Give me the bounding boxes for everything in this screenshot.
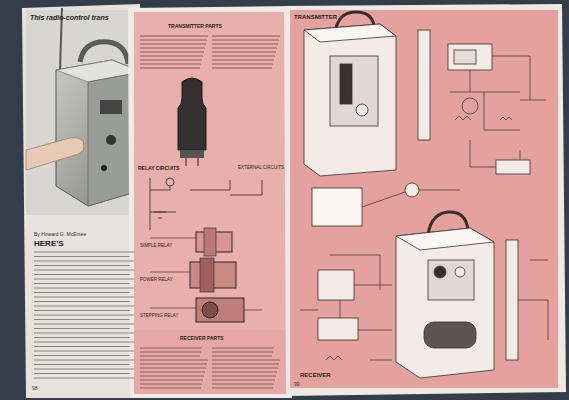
- text-line: [212, 44, 278, 45]
- text-line: [34, 324, 134, 325]
- text-line: [212, 384, 274, 385]
- text-line: [34, 342, 134, 343]
- text-line: [140, 368, 206, 369]
- text-line: [34, 274, 130, 275]
- text-line: [34, 270, 134, 271]
- text-line: [212, 64, 273, 65]
- part-label: SIMPLE RELAY: [140, 244, 172, 249]
- text-line: [212, 348, 274, 349]
- byline: By Howard G. McEntee: [34, 232, 86, 238]
- text-line: [34, 369, 134, 370]
- page-number: 98: [32, 386, 38, 392]
- text-line: [34, 306, 134, 307]
- text-line: [212, 56, 275, 57]
- drawing-title: RECEIVER: [300, 372, 331, 379]
- text-line: [140, 352, 201, 353]
- text-line: [34, 355, 130, 356]
- parts-list-heading: RECEIVER PARTS: [180, 336, 224, 342]
- text-line: [140, 356, 200, 357]
- text-line: [212, 352, 273, 353]
- part-label: POWER RELAY: [140, 278, 173, 283]
- text-line: [212, 40, 279, 41]
- text-line: [34, 373, 130, 374]
- text-line: [212, 36, 280, 37]
- text-line: [140, 68, 200, 69]
- text-line: [140, 56, 203, 57]
- text-line: [212, 376, 276, 377]
- text-line: [212, 368, 278, 369]
- text-line: [34, 333, 134, 334]
- text-line: [34, 328, 130, 329]
- text-line: [212, 388, 273, 389]
- text-line: [140, 48, 205, 49]
- text-line: [212, 364, 279, 365]
- text-line: [34, 292, 130, 293]
- text-line: [34, 315, 134, 316]
- text-line: [212, 356, 272, 357]
- text-line: [140, 40, 207, 41]
- drawing-title: TRANSMITTER: [294, 14, 337, 21]
- text-line: [140, 372, 205, 373]
- text-line: [34, 319, 130, 320]
- text-line: [212, 372, 277, 373]
- text-line: [212, 360, 280, 361]
- text-line: [34, 252, 134, 253]
- text-line: [140, 52, 204, 53]
- text-line: [34, 279, 134, 280]
- part-label: STEPPING RELAY: [140, 314, 178, 319]
- text-line: [34, 288, 134, 289]
- wiring-label: EXTERNAL CIRCUITS: [238, 166, 284, 171]
- drop-cap-opening: HERE'S: [34, 240, 63, 249]
- text-line: [34, 310, 130, 311]
- text-line: [140, 36, 208, 37]
- text-line: [34, 346, 130, 347]
- text-line: [34, 301, 130, 302]
- article-title: This radio-control trans: [30, 14, 109, 22]
- text-line: [140, 376, 204, 377]
- text-line: [140, 364, 207, 365]
- text-line: [140, 348, 202, 349]
- text-line: [212, 48, 277, 49]
- parts-list-heading: TRANSMITTER PARTS: [168, 24, 222, 30]
- text-line: [140, 44, 206, 45]
- text-line: [34, 378, 134, 379]
- text-line: [34, 265, 130, 266]
- text-line: [140, 360, 208, 361]
- text-line: [140, 380, 203, 381]
- text-line: [34, 256, 130, 257]
- text-line: [212, 60, 274, 61]
- text-line: [212, 68, 272, 69]
- text-line: [34, 297, 134, 298]
- text-line: [140, 384, 202, 385]
- text-line: [34, 337, 130, 338]
- text-line: [140, 64, 201, 65]
- text-line: [140, 60, 202, 61]
- text-line: [34, 364, 130, 365]
- page-number: 99: [294, 382, 300, 388]
- text-line: [34, 261, 134, 262]
- text-line: [34, 360, 134, 361]
- text-line: [140, 388, 201, 389]
- text-line: [212, 380, 275, 381]
- section-heading: RELAY CIRCUITS: [138, 166, 179, 172]
- text-line: [34, 283, 130, 284]
- text-line: [34, 351, 134, 352]
- text-line: [212, 52, 276, 53]
